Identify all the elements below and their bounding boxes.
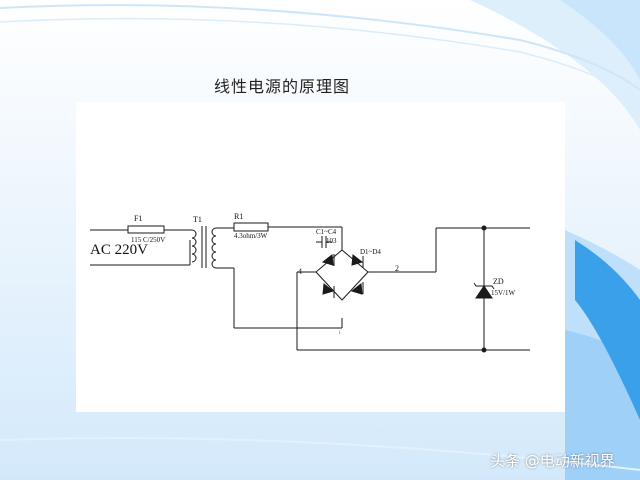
capacitor-value-label: 103 — [326, 237, 337, 245]
node-right-label: 2 — [395, 264, 399, 273]
resistor-ref-label: R1 — [234, 212, 243, 221]
capacitor-ref-label: C1~C4 — [316, 228, 337, 236]
slide-title: 线性电源的原理图 — [214, 77, 351, 96]
transformer-ref-label: T1 — [193, 215, 202, 224]
node-left-label: 4 — [298, 267, 302, 276]
fuse-value-label: 115 C/250V — [131, 236, 165, 244]
diode-d3 — [322, 283, 335, 295]
zener-diode — [475, 285, 493, 299]
fuse-symbol — [127, 225, 165, 234]
transformer-secondary — [211, 227, 217, 269]
svg-text:ᵢ: ᵢ — [339, 326, 341, 335]
junction-dot — [481, 347, 487, 353]
ac-source-label: AC 220V — [90, 242, 148, 258]
resistor-symbol — [233, 222, 269, 232]
diode-d1 — [321, 254, 334, 266]
watermark: 头条 @电动新视界 — [490, 452, 615, 470]
diode-d2 — [351, 254, 364, 266]
transformer-primary — [190, 229, 197, 263]
bridge-diamond — [315, 249, 369, 301]
diode-ref-label: D1~D4 — [360, 248, 381, 256]
junction-dot — [481, 225, 487, 231]
zener-ref-label: ZD — [493, 277, 504, 286]
resistor-value-label: 4.3ohm/3W — [234, 232, 268, 240]
diode-d4 — [350, 283, 363, 295]
fuse-ref-label: F1 — [134, 214, 142, 223]
zener-value-label: 15V/1W — [491, 289, 516, 297]
